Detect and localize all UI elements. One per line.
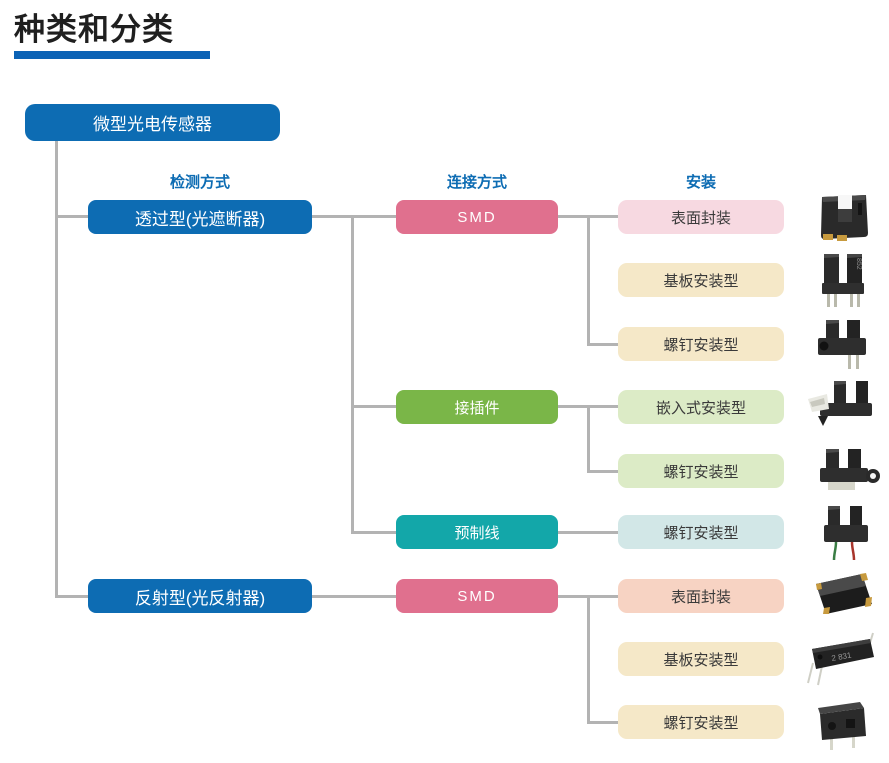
smd-chip-photo (800, 566, 884, 626)
title-underline (14, 51, 210, 59)
reflective-screw-mount-icon (818, 702, 866, 750)
slot-sensor-screw-mount-icon (818, 320, 866, 369)
root-node-label: 微型光电传感器 (93, 115, 212, 134)
connector-line (587, 215, 590, 346)
connector-line (351, 531, 396, 534)
slot-sensor-board-mount-photo: 852 (800, 250, 884, 310)
node-inset-mount: 嵌入式安装型 (618, 390, 784, 424)
slot-sensor-surface-mount-icon (821, 195, 868, 241)
reflective-screw-mount-photo (800, 692, 884, 752)
product-marking-text: 2 831 (831, 651, 853, 663)
node-through-beam-type: 透过型(光遮断器) (88, 200, 312, 234)
smd-chip-icon (816, 573, 872, 614)
connector-line (55, 141, 58, 598)
node-screw-mount-2: 螺钉安装型 (618, 454, 784, 488)
node-prewired: 预制线 (396, 515, 558, 549)
column-header-detection-method: 检测方式 (169, 174, 230, 191)
reflective-board-mount-icon: 2 831 (807, 632, 874, 686)
connector-line (57, 595, 88, 598)
connector-line (312, 595, 396, 598)
reflective-board-mount-photo: 2 831 (800, 629, 884, 689)
connector-line (587, 595, 590, 724)
connector-line (312, 215, 396, 218)
connector-line (587, 721, 618, 724)
connector-line (353, 405, 396, 408)
connector-line (351, 215, 354, 534)
node-screw-mount-1: 螺钉安装型 (618, 327, 784, 361)
column-header-mounting: 安装 (685, 174, 716, 191)
node-board-mount-1: 基板安装型 (618, 263, 784, 297)
node-smd-2: SMD (396, 579, 558, 613)
connector-line (587, 470, 618, 473)
slot-sensor-screw-mount-photo (800, 314, 884, 374)
slot-sensor-screw-mount-connector-photo (800, 441, 884, 501)
connector-line (587, 405, 590, 473)
node-reflective-type: 反射型(光反射器) (88, 579, 312, 613)
slot-sensor-board-mount-icon: 852 (822, 254, 864, 307)
product-marking-text: 852 (855, 258, 862, 270)
slot-sensor-inset-mount-photo (800, 377, 884, 437)
node-surface-mount-2: 表面封装 (618, 579, 784, 613)
connector-line (587, 343, 618, 346)
node-screw-mount-4: 螺钉安装型 (618, 705, 784, 739)
column-header-connection-method: 连接方式 (446, 174, 507, 191)
node-surface-mount-1: 表面封装 (618, 200, 784, 234)
page-title: 种类和分类 (14, 12, 174, 47)
slot-sensor-inset-mount-icon (808, 381, 872, 426)
node-smd-1: SMD (396, 200, 558, 234)
node-screw-mount-3: 螺钉安装型 (618, 515, 784, 549)
slot-sensor-prewired-icon (824, 506, 868, 561)
slot-sensor-screw-mount-connector-icon (820, 449, 880, 490)
node-connector: 接插件 (396, 390, 558, 424)
slot-sensor-surface-mount-photo (800, 187, 884, 247)
node-board-mount-2: 基板安装型 (618, 642, 784, 676)
root-node-micro-photoelectric-sensor: 微型光电传感器 (25, 104, 280, 141)
connector-line (558, 531, 618, 534)
slot-sensor-prewired-photo (800, 502, 884, 562)
connector-line (57, 215, 88, 218)
